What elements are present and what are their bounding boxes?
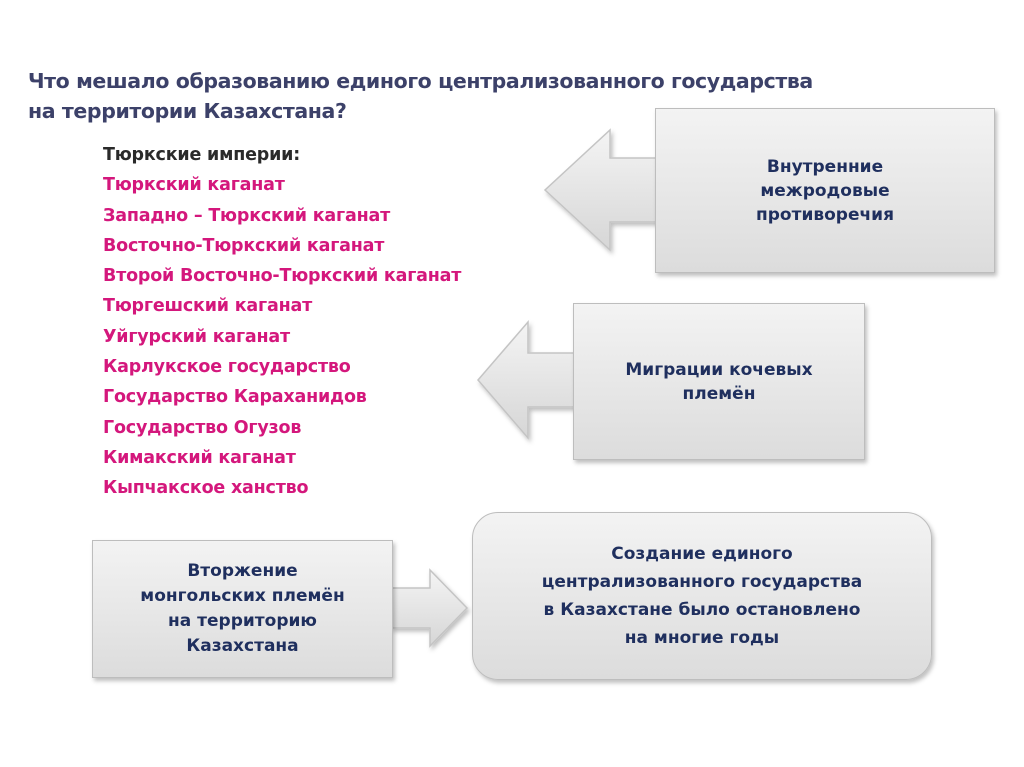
title-line-2: на территории Казахстана?: [28, 99, 347, 123]
box-text: Миграции кочевых: [625, 359, 813, 380]
list-item: Кимакский каганат: [103, 447, 296, 468]
result-box: Создание единого централизованного госуд…: [472, 512, 932, 680]
box-text: в Казахстане было остановлено: [543, 600, 861, 620]
box-text: монгольских племён: [140, 586, 345, 606]
box-text: Вторжение: [187, 561, 298, 581]
box-text: межродовые: [760, 180, 890, 201]
slide-title: Что мешало образованию единого централиз…: [28, 66, 813, 126]
box-text: на многие годы: [624, 628, 780, 648]
list-item: Восточно-Тюркский каганат: [103, 235, 385, 256]
list-item: Тюркский каганат: [103, 175, 285, 196]
list-item: Западно – Тюркский каганат: [103, 205, 391, 226]
empires-list: Тюркские империи: Тюркский каганат Запад…: [103, 140, 461, 504]
list-item: Уйгурский каганат: [103, 326, 290, 347]
list-item: Второй Восточно-Тюркский каганат: [103, 266, 462, 287]
empires-heading: Тюркские империи:: [103, 145, 301, 165]
mongol-invasion-box: Вторжение монгольских племён на территор…: [92, 540, 393, 678]
box-text: противоречия: [756, 204, 894, 225]
box-text: Казахстана: [186, 636, 299, 656]
box-text: племён: [682, 383, 756, 404]
box-text: Создание единого: [611, 544, 793, 564]
list-item: Карлукское государство: [103, 357, 351, 378]
migration-box: Миграции кочевых племён: [573, 303, 865, 460]
title-line-1: Что мешало образованию единого централиз…: [28, 69, 813, 93]
list-item: Кыпчакское ханство: [103, 478, 309, 499]
list-item: Тюргешский каганат: [103, 296, 313, 317]
box-text: централизованного государства: [541, 572, 863, 592]
list-item: Государство Огузов: [103, 417, 302, 438]
box-text: Внутренние: [766, 156, 884, 177]
box-text: на территорию: [168, 611, 317, 631]
internal-conflicts-box: Внутренние межродовые противоречия: [655, 108, 995, 273]
list-item: Государство Караханидов: [103, 387, 367, 408]
